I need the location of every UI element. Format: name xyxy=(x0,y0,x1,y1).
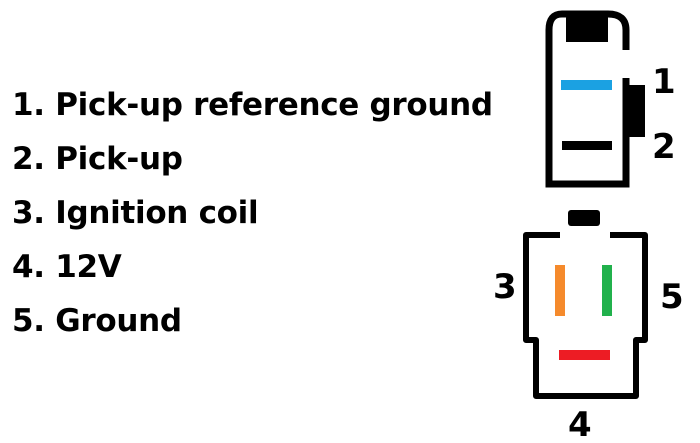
legend-label: Pick-up xyxy=(55,141,183,177)
coil-connector-key xyxy=(568,210,600,226)
pin-2-label: 2 xyxy=(652,127,676,167)
pin-legend: 1. Pick-up reference ground 2. Pick-up 3… xyxy=(12,78,493,348)
legend-item-1: 1. Pick-up reference ground xyxy=(12,78,493,132)
legend-item-2: 2. Pick-up xyxy=(12,132,493,186)
pin-1-bar xyxy=(561,80,612,90)
coil-power-connector: 3 5 4 xyxy=(493,210,684,443)
pin-5-bar xyxy=(602,265,612,316)
pin-5-label: 5 xyxy=(660,277,684,317)
pin-2-bar xyxy=(562,141,612,150)
coil-connector-body xyxy=(523,232,648,399)
legend-item-4: 4. 12V xyxy=(12,240,493,294)
pin-1-label: 1 xyxy=(652,62,676,102)
legend-number: 4. xyxy=(12,249,45,285)
legend-number: 5. xyxy=(12,303,45,339)
legend-label: 12V xyxy=(55,249,122,285)
pin-4-label: 4 xyxy=(568,405,592,443)
legend-label: Pick-up reference ground xyxy=(55,87,493,123)
pickup-connector-body xyxy=(545,10,630,188)
pickup-connector-side-tab xyxy=(628,85,645,137)
pin-4-bar xyxy=(559,350,610,360)
legend-item-5: 5. Ground xyxy=(12,294,493,348)
legend-item-3: 3. Ignition coil xyxy=(12,186,493,240)
legend-label: Ignition coil xyxy=(55,195,259,231)
pickup-connector-latch xyxy=(566,14,608,42)
legend-number: 2. xyxy=(12,141,45,177)
legend-number: 3. xyxy=(12,195,45,231)
legend-number: 1. xyxy=(12,87,45,123)
pin-3-label: 3 xyxy=(493,267,517,307)
legend-label: Ground xyxy=(55,303,182,339)
pickup-connector: 1 2 xyxy=(545,10,676,188)
pin-3-bar xyxy=(555,265,565,316)
